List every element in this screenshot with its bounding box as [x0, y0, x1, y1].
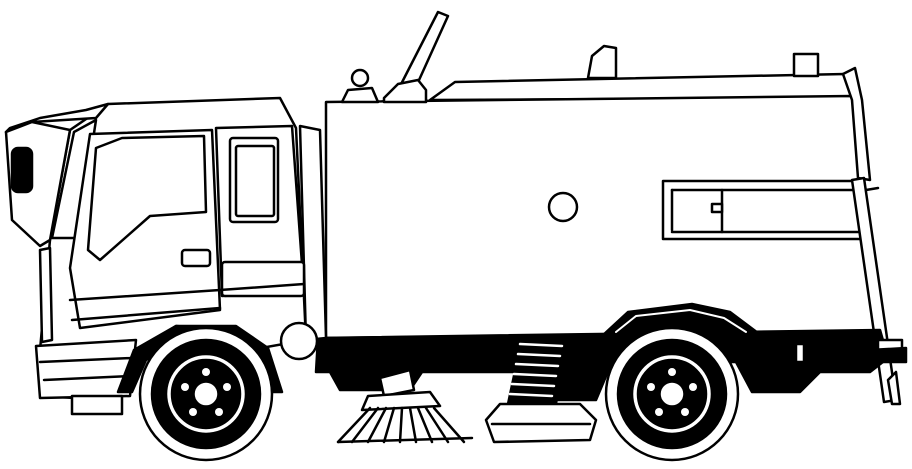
side-panel [661, 179, 865, 241]
roof-vents [586, 44, 820, 80]
rear-wheel [604, 326, 740, 462]
side-brush [336, 368, 474, 444]
front-wheel [138, 326, 274, 462]
chassis-skirt [314, 302, 908, 402]
truck-cab [4, 96, 328, 416]
rear-mud-flap [794, 342, 902, 406]
exhaust-stack [382, 10, 450, 104]
pickup-broom-shoe [484, 402, 598, 444]
hopper-body [324, 66, 882, 340]
hopper-porthole [547, 191, 579, 223]
air-tank-cap [340, 68, 380, 104]
